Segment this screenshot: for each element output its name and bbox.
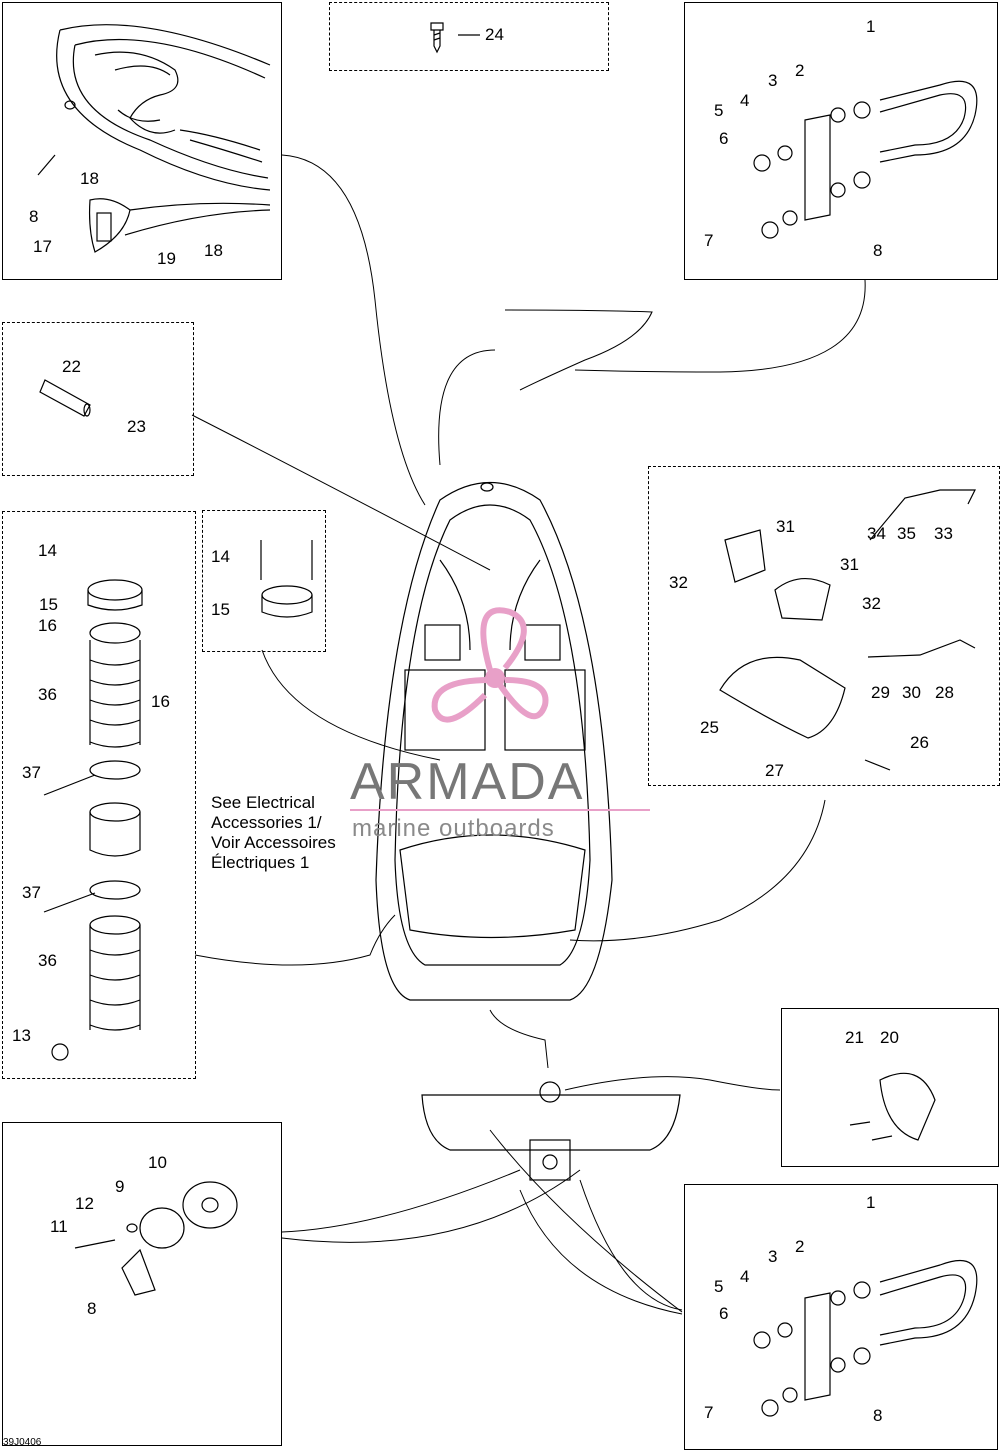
callout: 3: [768, 71, 778, 90]
callout: 16: [38, 616, 57, 635]
callout: 19: [157, 249, 176, 268]
drain-panel: [2, 1122, 282, 1446]
callout: 15: [39, 595, 58, 614]
callout: 32: [669, 573, 688, 592]
callout: 1: [866, 17, 876, 36]
callout: 5: [714, 1277, 724, 1296]
callout: 37: [22, 883, 41, 902]
callout: 8: [87, 1299, 97, 1318]
screw-panel: [329, 2, 609, 71]
rack-drawing: [719, 489, 976, 771]
callout: 31: [840, 555, 859, 574]
watermark-brand: ARMADA: [350, 753, 585, 811]
callout: 1: [866, 1193, 876, 1212]
watermark-propeller-icon: [431, 607, 549, 723]
tube-panel: [2, 322, 194, 476]
callout: 11: [50, 1217, 68, 1236]
callout: 6: [719, 129, 729, 148]
ring-panel-top: [684, 2, 998, 280]
clip-panel: [781, 1008, 999, 1167]
note-line: Voir Accessoires: [211, 833, 336, 852]
callout: 9: [115, 1177, 125, 1196]
callout: 34: [867, 524, 886, 543]
callout: 6: [719, 1304, 729, 1323]
rack-panel: [648, 466, 1000, 786]
callout: 35: [897, 524, 916, 543]
connector-lines: [191, 154, 866, 1315]
callout: 37: [22, 763, 41, 782]
callout: 25: [700, 718, 719, 737]
callout: 33: [934, 524, 953, 543]
callout: 36: [38, 951, 57, 970]
vent-hose-drawing: [43, 579, 143, 1061]
clip-drawing: [849, 1072, 936, 1141]
callout: 20: [880, 1028, 899, 1047]
small-vent-drawing: [260, 540, 313, 618]
callout: 7: [704, 1403, 714, 1422]
vent-hose-panel: [2, 511, 196, 1079]
callout: 5: [714, 101, 724, 120]
callout: 18: [80, 169, 99, 188]
callout: 17: [33, 237, 52, 256]
vent-small-panel: [202, 510, 326, 652]
callout: 10: [148, 1153, 167, 1172]
ring-panel-bottom: [684, 1184, 998, 1450]
callout: 16: [151, 692, 170, 711]
callout: 31: [776, 517, 795, 536]
callout: 27: [765, 761, 784, 780]
front-deck-panel: [2, 2, 282, 280]
drain-plug-drawing: [74, 1181, 238, 1296]
callout: 23: [127, 417, 146, 436]
callout: 14: [38, 541, 57, 560]
drawing-code: 39J0406: [3, 1437, 42, 1448]
note-line: Accessories 1/: [211, 813, 322, 832]
callout: 29: [871, 683, 890, 702]
callout: 12: [75, 1194, 94, 1213]
callout: 2: [795, 61, 805, 80]
callout: 18: [204, 241, 223, 260]
callout: 28: [935, 683, 954, 702]
callout: 24: [485, 25, 504, 44]
tow-ring-drawing-bottom: [753, 1260, 978, 1417]
electrical-note: See Electrical Accessories 1/ Voir Acces…: [211, 793, 336, 873]
callout: 32: [862, 594, 881, 613]
callout: 15: [211, 600, 230, 619]
stern-drawing: [421, 1081, 681, 1181]
callout: 14: [211, 547, 230, 566]
note-line: Électriques 1: [211, 853, 310, 872]
callout: 30: [902, 683, 921, 702]
callout: 4: [740, 91, 750, 110]
callout: 36: [38, 685, 57, 704]
callout: 26: [910, 733, 929, 752]
screw-icon: [430, 22, 480, 54]
callout: 7: [704, 231, 714, 250]
callout: 3: [768, 1247, 778, 1266]
tow-ring-drawing-top: [753, 80, 978, 239]
tube-drawing: [39, 379, 91, 417]
callout: 8: [873, 241, 883, 260]
callout: 8: [873, 1406, 883, 1425]
callout: 21: [845, 1028, 864, 1047]
callout: 4: [740, 1267, 750, 1286]
callout: 2: [795, 1237, 805, 1256]
watermark-tagline: marine outboards: [352, 815, 555, 842]
callout: 22: [62, 357, 81, 376]
callout: 13: [12, 1026, 31, 1045]
note-line: See Electrical: [211, 793, 315, 812]
front-deck-drawing: [37, 24, 271, 253]
hull-drawing: [375, 482, 613, 1001]
callout: 8: [29, 207, 39, 226]
